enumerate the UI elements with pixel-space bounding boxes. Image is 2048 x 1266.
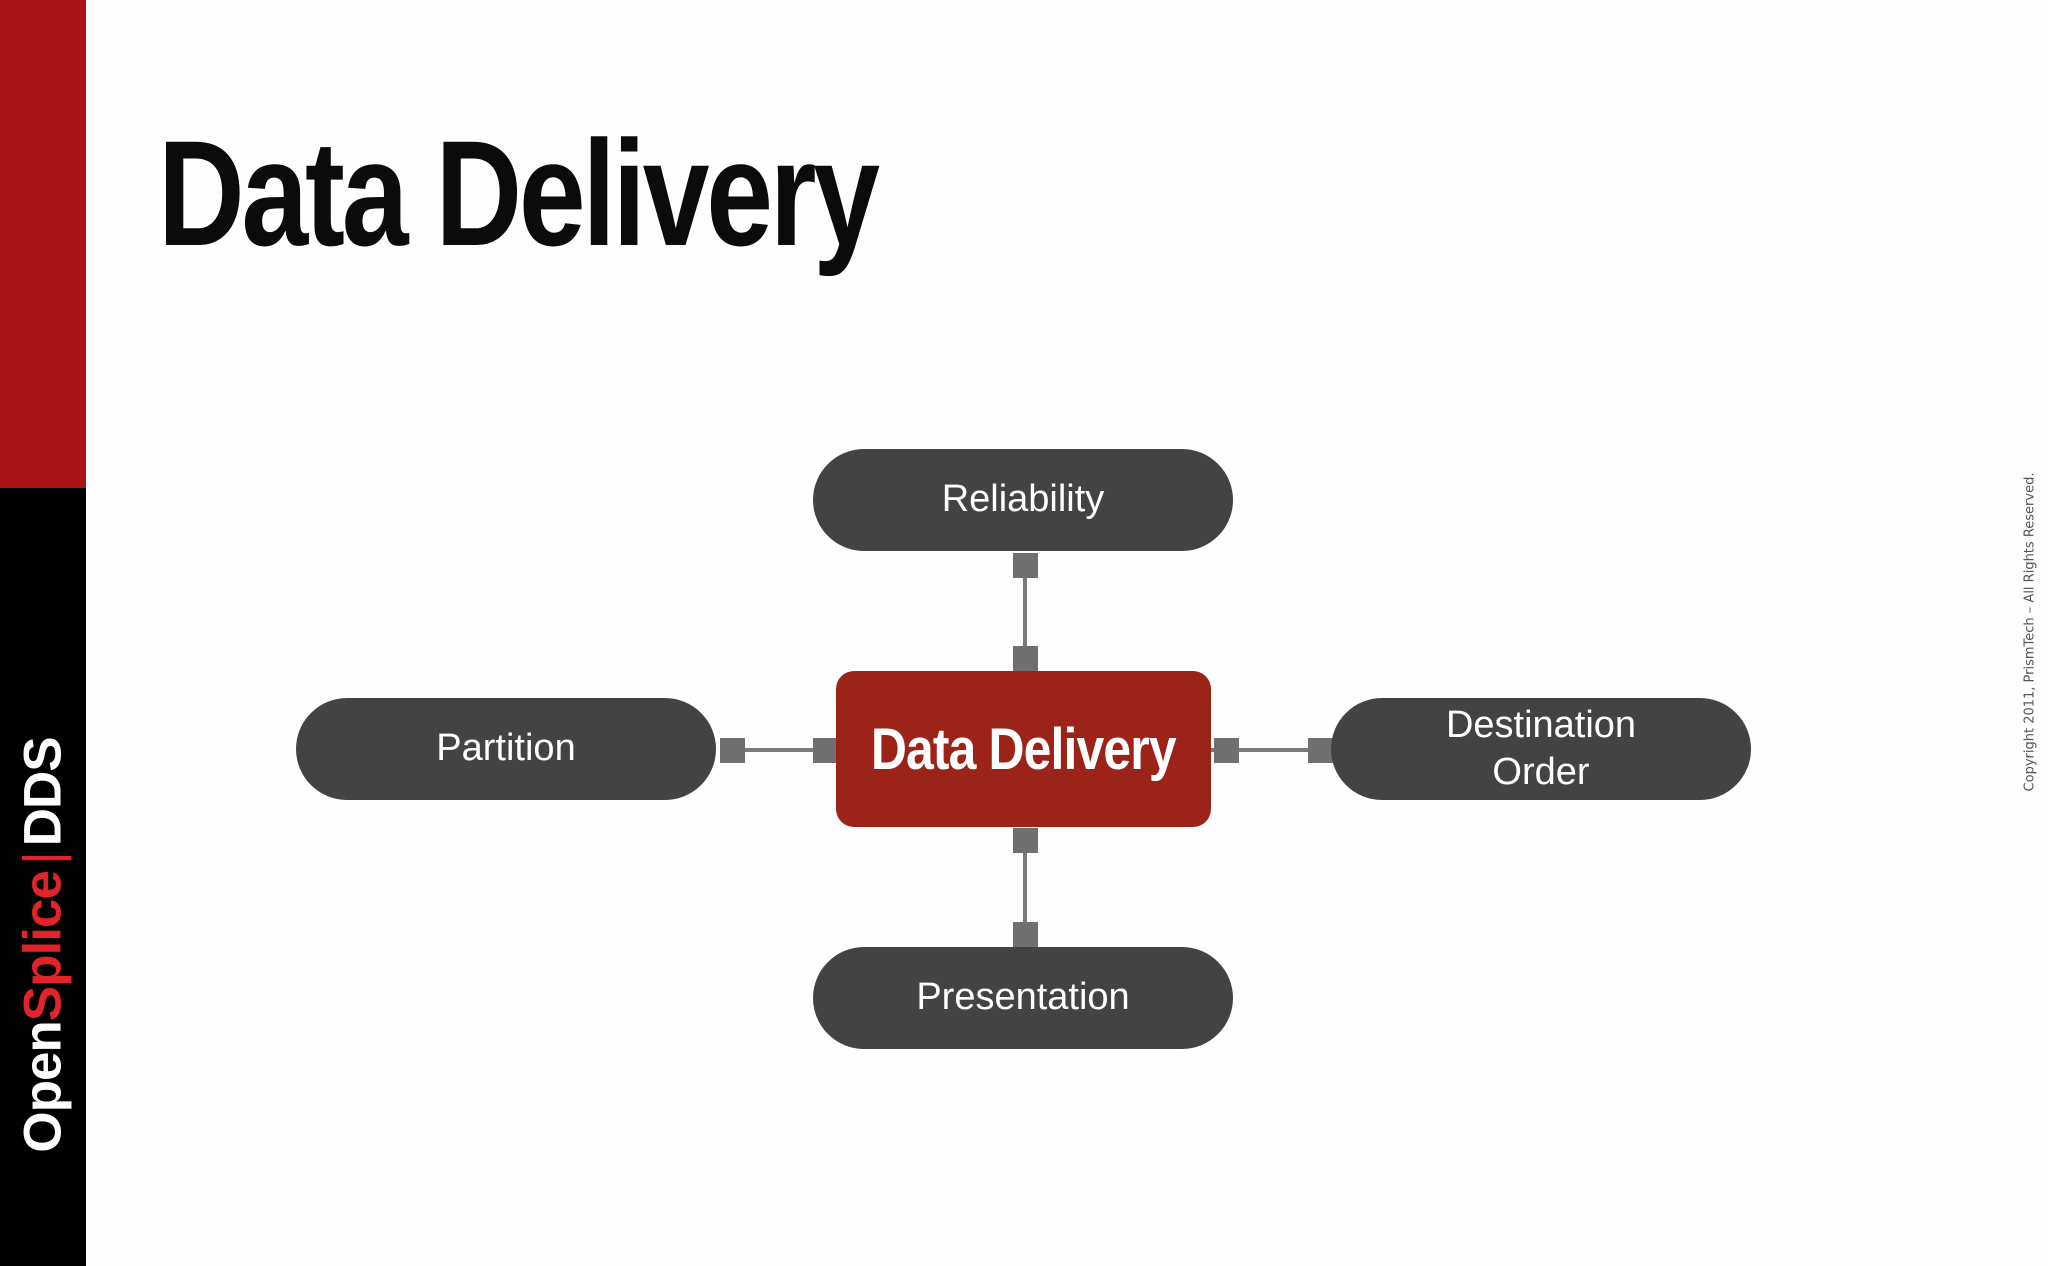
- opensplice-dds-logo: OpenSplice|DDS: [13, 737, 73, 1153]
- node-center-label: Data Delivery: [871, 716, 1177, 782]
- connector-node-top-upper: [1013, 553, 1038, 578]
- node-presentation-label: Presentation: [916, 976, 1130, 1019]
- connector-node-right-outer: [1308, 738, 1333, 763]
- connector-node-top-lower: [1013, 646, 1038, 671]
- sidebar-black-band: [0, 488, 86, 1266]
- connector-top: [1023, 570, 1027, 670]
- node-destination-label-line1: Destination: [1445, 703, 1637, 746]
- connector-node-left-outer: [720, 738, 745, 763]
- node-presentation: Presentation: [813, 947, 1233, 1049]
- slide-title: Data Delivery: [158, 109, 880, 277]
- node-reliability-label: Reliability: [941, 478, 1105, 521]
- node-partition-label: Partition: [436, 727, 576, 770]
- connector-node-bottom-lower: [1013, 922, 1038, 947]
- sidebar-red-band: [0, 0, 86, 488]
- node-destination-label-line2: Order: [1492, 751, 1590, 793]
- node-reliability: Reliability: [813, 449, 1233, 551]
- connector-node-bottom-upper: [1013, 828, 1038, 853]
- node-partition: Partition: [296, 698, 716, 800]
- connector-left: [730, 748, 836, 752]
- connector-node-left-inner: [813, 738, 838, 763]
- connector-node-right-inner: [1214, 738, 1239, 763]
- connector-bottom: [1023, 828, 1027, 938]
- node-data-delivery-center: Data Delivery: [836, 671, 1211, 827]
- node-destination-order: Destination Order: [1331, 698, 1751, 800]
- copyright-notice: Copyright 2011, PrismTech – All Rights R…: [2022, 472, 2038, 792]
- connector-right: [1211, 748, 1331, 752]
